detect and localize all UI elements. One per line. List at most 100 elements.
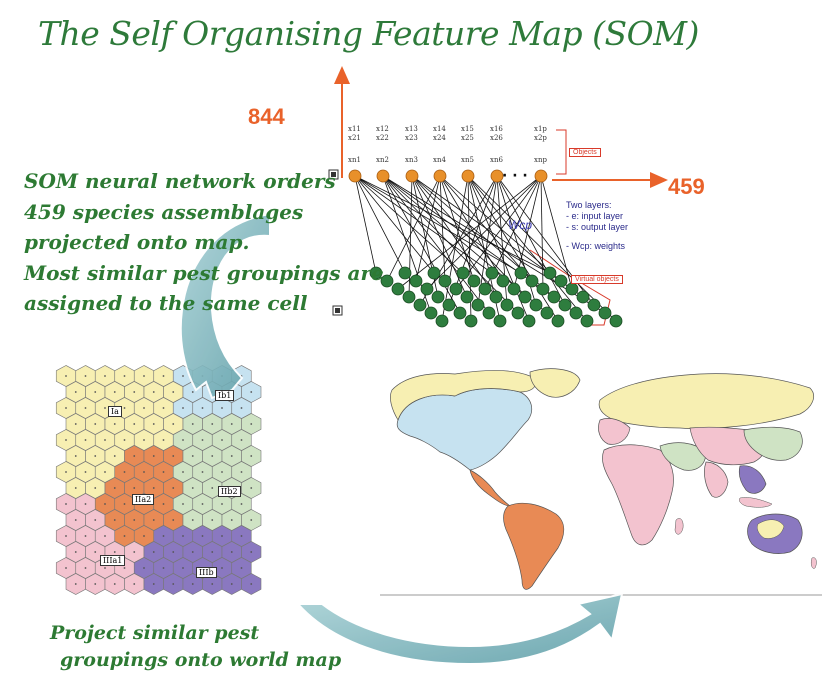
som-description-line: projected onto map. (24, 230, 250, 254)
output-node (442, 298, 456, 312)
matrix-label: x1p (534, 125, 547, 133)
som-cell-dot (172, 487, 175, 489)
output-node (464, 314, 478, 328)
virtual-objects-bracket (529, 249, 611, 326)
som-cell-dot (182, 567, 184, 569)
som-cell-dot (104, 407, 106, 409)
som-cell-dot (152, 583, 155, 585)
som-cell-dot (221, 567, 223, 569)
output-node (438, 274, 452, 288)
output-node (380, 274, 394, 288)
connection-line (426, 175, 542, 290)
som-cell-dot (143, 375, 145, 377)
connection-line (386, 175, 441, 282)
output-node (420, 282, 434, 296)
som-cell-dot (191, 391, 194, 393)
som-cell-dot (162, 407, 165, 409)
som-cell-dot (230, 519, 233, 521)
matrix-label: x13 (405, 125, 418, 133)
som-cell-dot (113, 583, 116, 585)
som-cell-dot (230, 583, 233, 585)
output-node (543, 266, 557, 280)
connection-line (441, 175, 469, 322)
output-node (482, 306, 496, 320)
output-node (460, 290, 474, 304)
output-node (518, 290, 532, 304)
matrix-label: xn2 (376, 156, 389, 164)
legend-output-layer: - s: output layer (566, 222, 629, 232)
connection-line (496, 175, 566, 306)
ellipsis: · · · (502, 168, 528, 184)
som-cell-dot (162, 375, 165, 377)
output-count: 459 (668, 174, 705, 199)
som-cell-dot (133, 487, 136, 489)
som-cell-dot (104, 375, 106, 377)
som-cell-dot (104, 567, 106, 569)
som-cell-dot (221, 407, 223, 409)
som-cell-dot (123, 439, 126, 441)
som-description-line: Most similar pest groupings are (24, 260, 384, 285)
connection-line (415, 175, 441, 282)
som-cell-dot (221, 471, 223, 473)
matrix-label: x26 (490, 134, 503, 142)
som-cell-dot (250, 551, 253, 553)
som-cell-dot (152, 551, 155, 553)
connection-line (439, 175, 446, 282)
output-node (478, 282, 492, 296)
som-cell-dot (250, 487, 253, 489)
connection-line (439, 175, 475, 282)
matrix-label: x25 (461, 134, 474, 142)
som-description-line: assigned to the same cell (24, 291, 308, 315)
som-cell-dot (211, 455, 214, 457)
som-cell-dot (84, 375, 87, 377)
som-cell-dot (74, 487, 77, 489)
som-cell-dot (211, 551, 214, 553)
matrix-label: x22 (376, 134, 389, 142)
som-cell-dot (152, 487, 155, 489)
som-cell-dot (84, 567, 87, 569)
som-cell-dot (162, 503, 165, 505)
som-cell-dot (113, 519, 116, 521)
output-node (536, 282, 550, 296)
matrix-label: x11 (348, 125, 361, 133)
output-node (558, 298, 572, 312)
input-node (534, 169, 548, 183)
output-node (569, 306, 583, 320)
som-cell-dot (133, 391, 136, 393)
world-map (372, 360, 823, 598)
som-cell-dot (113, 391, 116, 393)
matrix-label: xn4 (433, 156, 446, 164)
output-node (496, 274, 510, 288)
som-cell-dot (104, 471, 106, 473)
input-node (376, 169, 390, 183)
som-cell-dot (65, 407, 67, 409)
output-node (456, 266, 470, 280)
matrix-label: x2p (534, 134, 547, 142)
som-cell-dot (133, 519, 136, 521)
som-cell-dot (74, 391, 77, 393)
connection-line (354, 175, 493, 274)
som-cell-dot (240, 535, 243, 537)
cluster-label: Ib1 (215, 390, 235, 401)
som-cell-dot (162, 535, 165, 537)
output-node (598, 306, 612, 320)
connection-line (354, 175, 377, 274)
som-cell-dot (172, 455, 175, 457)
matrix-label: x21 (348, 134, 361, 142)
som-cell-dot (113, 423, 116, 425)
output-node (413, 298, 427, 312)
connection-line (354, 175, 464, 274)
som-cell-dot (133, 551, 136, 553)
som-cell-dot (94, 551, 97, 553)
network-connections (354, 175, 617, 322)
output-node (507, 282, 521, 296)
connection-line (382, 175, 519, 314)
som-cell-dot (94, 423, 97, 425)
weight-symbol: Wcp (508, 218, 532, 232)
output-node (547, 290, 561, 304)
layer-legend: Two layers: - e: input layer - s: output… (566, 200, 628, 252)
legend-title: Two layers: (566, 200, 612, 210)
output-node (565, 282, 579, 296)
som-cell-dot (133, 423, 136, 425)
